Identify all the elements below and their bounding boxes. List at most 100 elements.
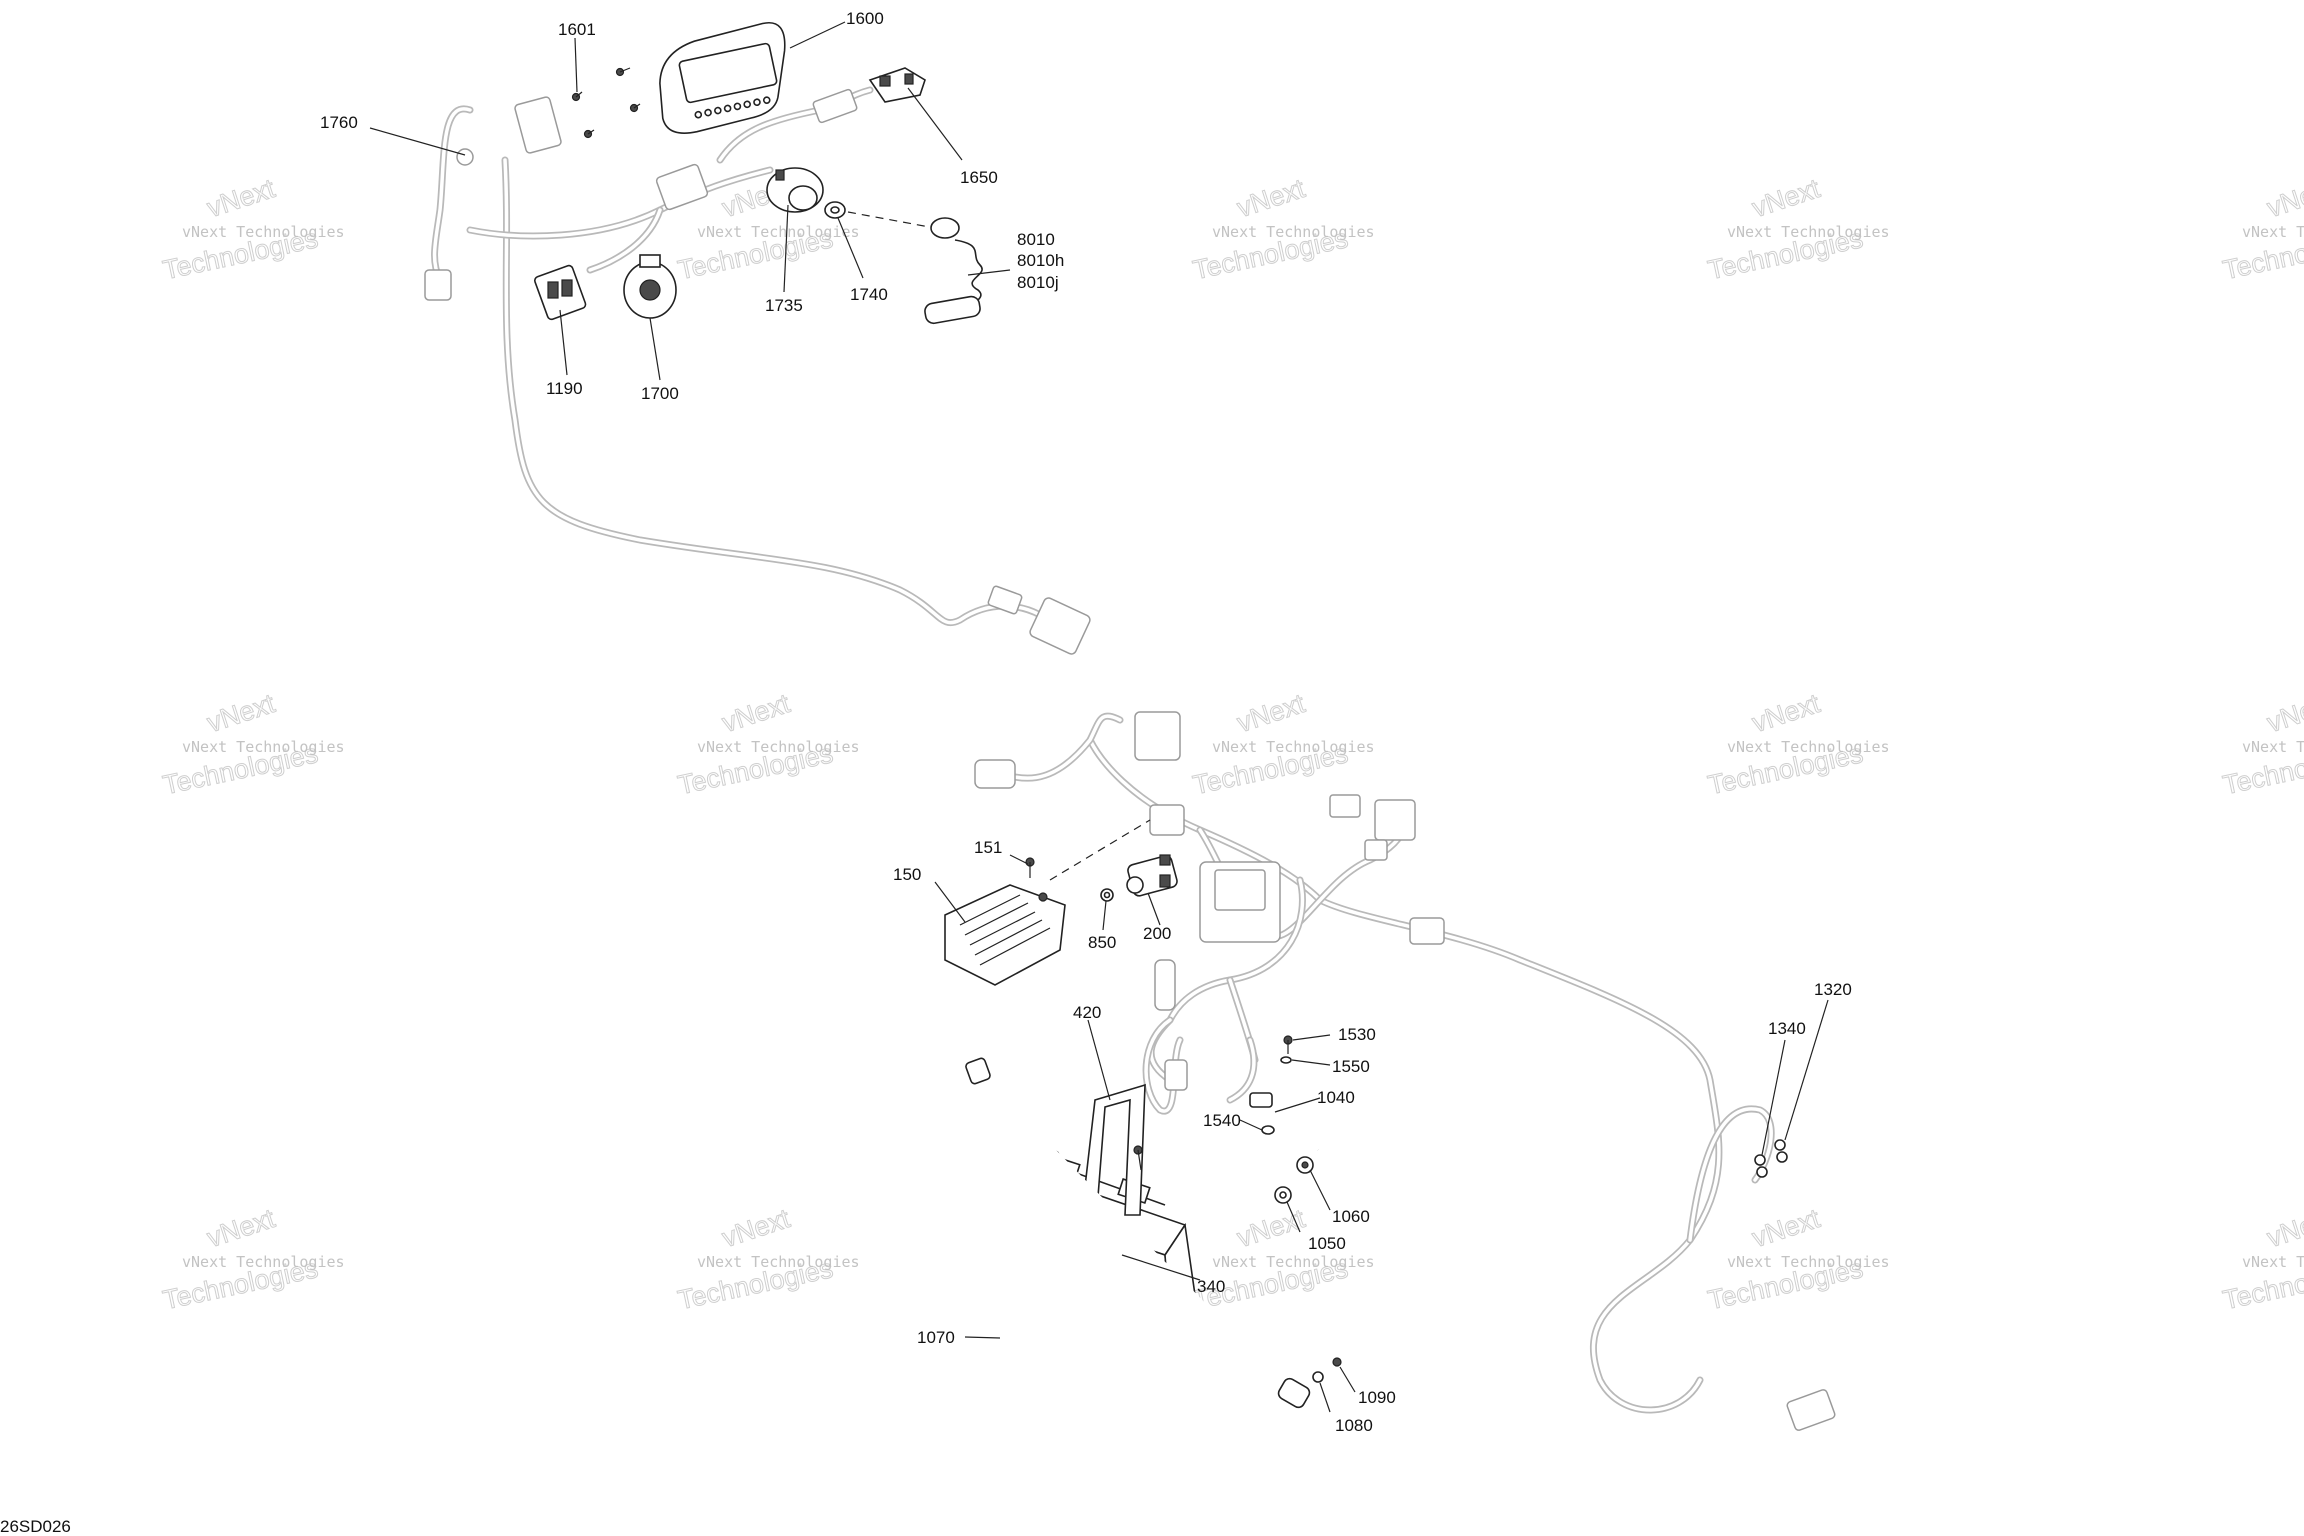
screw-1530 (1283, 1035, 1293, 1054)
watermark: Technologies vNext Technologies vNext (160, 1203, 345, 1316)
watermark: Technologies vNext Technologies vNext (675, 1203, 860, 1316)
callout-8010: 8010 (1017, 230, 1055, 249)
harness-connector (1374, 799, 1416, 841)
watermark-text-b: vNext Technologies (697, 223, 860, 241)
harness-connector (1029, 597, 1091, 655)
display-screen (678, 42, 778, 104)
watermark-text-b: vNext Technologies (182, 1253, 345, 1271)
watermark-text-b: vNext Technologies (1212, 223, 1375, 241)
callout-1060: 1060 (1332, 1207, 1370, 1226)
washer-1550 (1280, 1056, 1292, 1064)
callout-1540: 1540 (1203, 1111, 1241, 1130)
drawing-code: 26SD026 (0, 1517, 71, 1536)
leader-lines (369, 21, 1829, 1413)
harness-connector (655, 163, 709, 211)
upper-wiring-harness (424, 86, 1091, 655)
callout-1735: 1735 (765, 296, 803, 315)
callout-420: 420 (1073, 1003, 1101, 1022)
watermark: Technologies vNext Technologies vNext (1705, 1203, 1890, 1316)
harness-connector (987, 585, 1023, 615)
watermark-text-c: vNext (203, 688, 278, 738)
watermark: Technologies vNext Technologies vNext (160, 688, 345, 801)
watermark: Technologies vNext Technologies vNext (1705, 173, 1890, 286)
callout-1080: 1080 (1335, 1416, 1373, 1435)
dashed-assembly-line (1049, 819, 1151, 881)
callout-1550: 1550 (1332, 1057, 1370, 1076)
nut-1050 (1274, 1186, 1292, 1204)
watermark-text-c: vNext (2263, 1203, 2304, 1253)
harness-connector (1329, 794, 1361, 818)
watermark-text-b: vNext Technologies (1727, 1253, 1890, 1271)
callout-1340: 1340 (1768, 1019, 1806, 1038)
callout-1650: 1650 (960, 168, 998, 187)
nut-1740 (824, 201, 846, 219)
watermark-text-b: vNext Technologies (1727, 738, 1890, 756)
callout-150: 150 (893, 865, 921, 884)
watermark-text-c: vNext (1748, 688, 1823, 738)
fastener-1090 (1332, 1357, 1342, 1367)
harness-connector (974, 759, 1016, 789)
watermark: Technologies vNext Technologies vNext (2220, 688, 2304, 801)
watermark-layer: Technologies vNext Technologies vNext Te… (160, 173, 2304, 1316)
lanyard-8010 (924, 217, 983, 325)
callout-1601: 1601 (558, 20, 596, 39)
watermark-text-c: vNext (718, 1203, 793, 1253)
callout-8010h: 8010h (1017, 251, 1064, 270)
harness-connector (1154, 959, 1176, 1011)
dashed-assembly-line (847, 211, 936, 229)
harness-connector (1164, 1059, 1188, 1091)
callout-1090: 1090 (1358, 1388, 1396, 1407)
callout-labels: 1601 1600 1760 1650 8010 8010h 8010j 173… (320, 9, 1852, 1435)
watermark-text-c: vNext (1233, 688, 1308, 738)
connector-1650 (868, 67, 926, 103)
callout-151: 151 (974, 838, 1002, 857)
harness-connector (514, 96, 562, 154)
watermark: Technologies vNext Technologies vNext (160, 173, 345, 286)
grommet (456, 148, 474, 166)
callout-1530: 1530 (1338, 1025, 1376, 1044)
watermark-text-c: vNext (718, 688, 793, 738)
callout-1740: 1740 (850, 285, 888, 304)
callout-1320: 1320 (1814, 980, 1852, 999)
watermark: Technologies vNext Technologies vNext (1190, 173, 1375, 286)
watermark-text-b: vNext Technologies (182, 738, 345, 756)
washer-1540 (1261, 1125, 1275, 1135)
watermark: Technologies vNext Technologies vNext (1705, 688, 1890, 801)
watermark-text-b: vNext Technologies (1727, 223, 1890, 241)
starter-solenoid-200 (1126, 854, 1178, 897)
watermark: Technologies vNext Technologies vNext (2220, 1203, 2304, 1316)
screw-151 (1025, 857, 1035, 878)
switch-1735 (766, 167, 824, 213)
harness-connector (1409, 917, 1445, 945)
watermark-text-c: vNext (1748, 173, 1823, 223)
lower-wiring-harness (974, 711, 1836, 1431)
watermark-text-b: vNext Technologies (2242, 1253, 2304, 1271)
clip-1320 (1774, 1139, 1788, 1163)
callout-1040: 1040 (1317, 1088, 1355, 1107)
watermark-text-b: vNext Technologies (182, 223, 345, 241)
watermark-text-b: vNext Technologies (697, 738, 860, 756)
watermark-text-c: vNext (203, 1203, 278, 1253)
harness-connector (1149, 804, 1185, 836)
watermark-text-b: vNext Technologies (1212, 1253, 1375, 1271)
cable-1070 (926, 1057, 1311, 1409)
harness-connector (1134, 711, 1181, 761)
callout-1190: 1190 (546, 379, 583, 398)
callout-850: 850 (1088, 933, 1116, 952)
watermark-text-b: vNext Technologies (1212, 738, 1375, 756)
callout-1050: 1050 (1308, 1234, 1346, 1253)
harness-connector (1786, 1389, 1836, 1431)
watermark: Technologies vNext Technologies vNext (1190, 688, 1375, 801)
harness-connector (812, 88, 858, 124)
watermark-text-c: vNext (2263, 688, 2304, 738)
callout-200: 200 (1143, 924, 1171, 943)
watermark: Technologies vNext Technologies vNext (675, 688, 860, 801)
display-buttons (694, 96, 771, 119)
callout-1700: 1700 (641, 384, 679, 403)
callout-1600: 1600 (846, 9, 884, 28)
buzzer-1700 (623, 254, 677, 319)
regulator-150 (944, 884, 1066, 986)
fuse-box-top (1214, 869, 1266, 911)
gauge-display-1600 (659, 21, 786, 134)
